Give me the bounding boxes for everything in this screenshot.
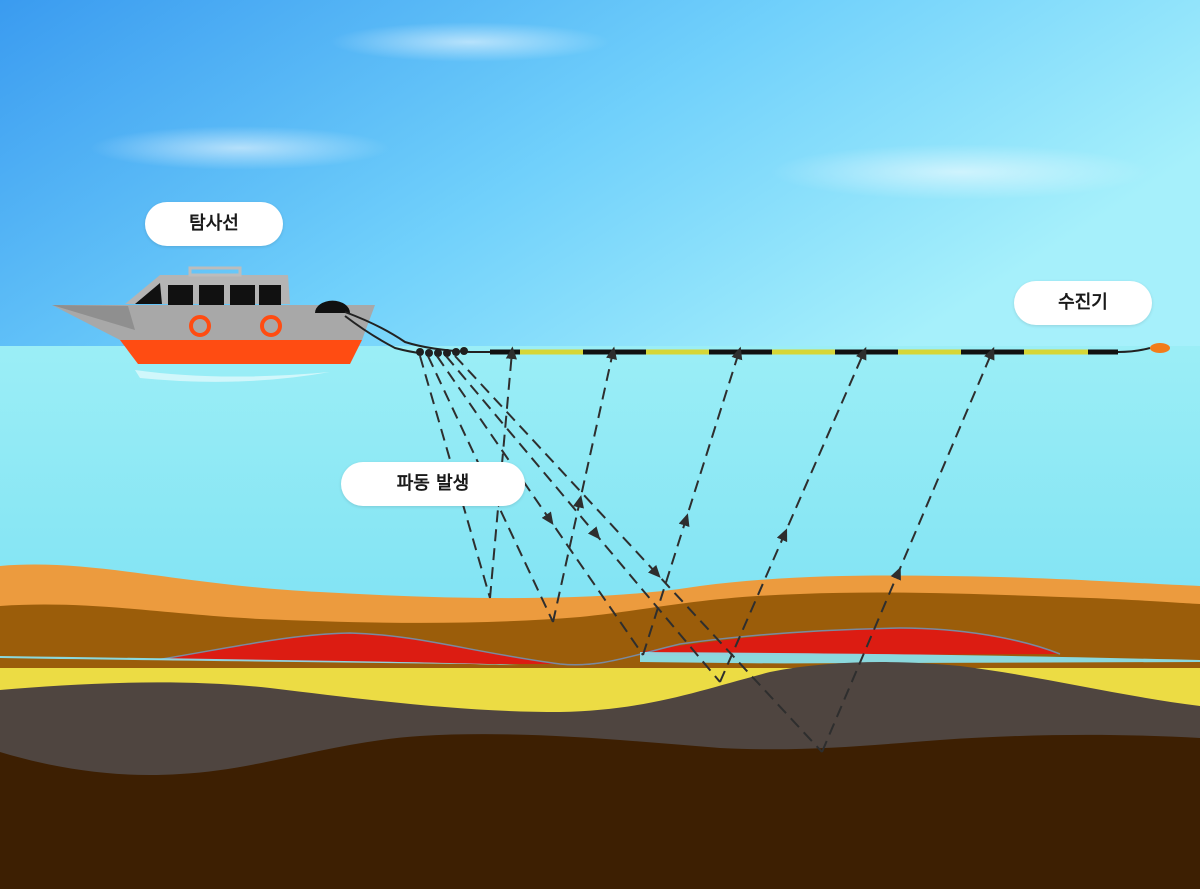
- seismic-ray-paths: [419, 346, 995, 753]
- ray-upgoing: [821, 346, 995, 753]
- cloud: [770, 144, 1150, 200]
- tail-buoy-icon: [1150, 343, 1170, 353]
- ray-upgoing: [719, 346, 867, 683]
- label-wave-generation: 파동 발생: [341, 462, 525, 506]
- streamer-tail: [1117, 347, 1151, 353]
- layer-dark: [0, 734, 1200, 889]
- survey-ship-icon: [52, 266, 375, 364]
- ray-downgoing: [436, 355, 644, 656]
- label-receiver: 수진기: [1014, 281, 1152, 325]
- layer-red-left: [150, 633, 560, 664]
- ray-downgoing: [445, 355, 721, 683]
- ray-upgoing: [642, 346, 743, 656]
- layer-red-right: [640, 628, 1060, 656]
- boundary-line: [149, 627, 1061, 666]
- ship-wake: [135, 370, 330, 382]
- ray-upgoing: [552, 346, 617, 623]
- airgun-source-icon: [416, 347, 468, 357]
- cloud: [90, 126, 390, 170]
- label-survey-ship: 탐사선: [145, 202, 283, 246]
- ray-downgoing: [454, 355, 823, 753]
- ray-upgoing: [489, 346, 517, 599]
- cloud: [330, 22, 610, 62]
- tow-cable: [344, 315, 421, 354]
